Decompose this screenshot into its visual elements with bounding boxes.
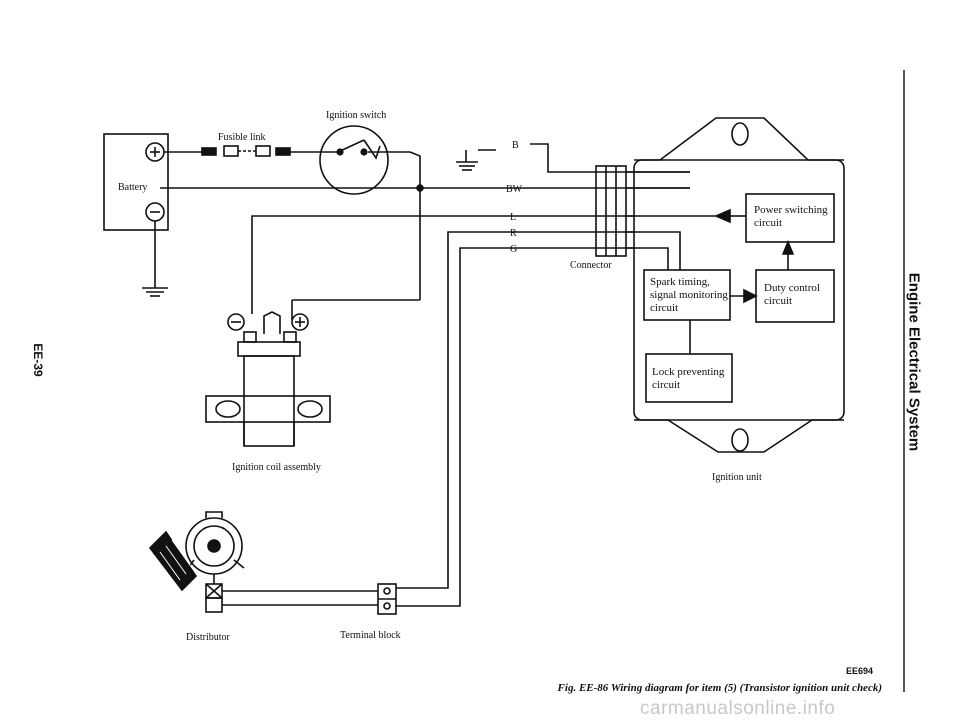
spark-timing-block xyxy=(643,269,731,321)
ignition-coil xyxy=(205,311,331,447)
wire-label-b: B xyxy=(512,140,519,151)
duty-control-line-2: circuit xyxy=(764,295,793,307)
lock-preventing-line-2: circuit xyxy=(652,379,681,391)
connector-label: Connector xyxy=(570,260,612,271)
wire-label-l: L xyxy=(510,212,516,223)
spark-timing-line-2: signal monitoring xyxy=(650,289,728,301)
figure-caption: Fig. EE-86 Wiring diagram for item (5) (… xyxy=(557,682,882,694)
power-switching-text: Power switching circuit xyxy=(754,204,828,230)
ignition-switch xyxy=(319,125,421,195)
wire-label-bw: BW xyxy=(506,184,523,195)
duty-control-line-1: Duty control xyxy=(764,282,820,294)
wire-label-g: G xyxy=(510,244,517,255)
spark-timing-text: Spark timing, signal monitoring circuit xyxy=(650,276,728,315)
section-title: Engine Electrical System xyxy=(905,272,923,452)
ignition-coil-label: Ignition coil assembly xyxy=(232,462,321,473)
battery xyxy=(103,133,169,297)
distributor xyxy=(148,511,378,613)
fusible-link-label: Fusible link xyxy=(218,132,266,143)
power-switching-line-1: Power switching xyxy=(754,204,828,216)
spark-timing-line-1: Spark timing, xyxy=(650,276,710,288)
lock-preventing-line-1: Lock preventing xyxy=(652,366,725,378)
power-switching-line-2: circuit xyxy=(754,217,783,229)
page-number: EE-39 xyxy=(31,343,45,377)
lock-preventing-text: Lock preventing circuit xyxy=(652,366,724,392)
power-switching-block xyxy=(745,193,835,243)
watermark-text: carmanualsonline.info xyxy=(640,698,836,719)
wire-label-r: R xyxy=(510,228,517,239)
spark-timing-line-3: circuit xyxy=(650,302,679,314)
terminal-block xyxy=(377,583,397,615)
terminal-block-label: Terminal block xyxy=(340,630,401,641)
ignition-unit-label: Ignition unit xyxy=(712,472,762,483)
duty-control-block xyxy=(755,269,835,323)
figure-code: EE694 xyxy=(846,666,874,676)
lock-preventing-block xyxy=(645,353,733,403)
battery-label: Battery xyxy=(118,182,147,193)
distributor-label: Distributor xyxy=(186,632,231,643)
ignition-unit xyxy=(626,117,845,453)
connector xyxy=(595,165,627,257)
duty-control-text: Duty control circuit xyxy=(764,282,820,308)
ignition-switch-label: Ignition switch xyxy=(326,110,386,121)
fusible-link xyxy=(164,145,338,157)
